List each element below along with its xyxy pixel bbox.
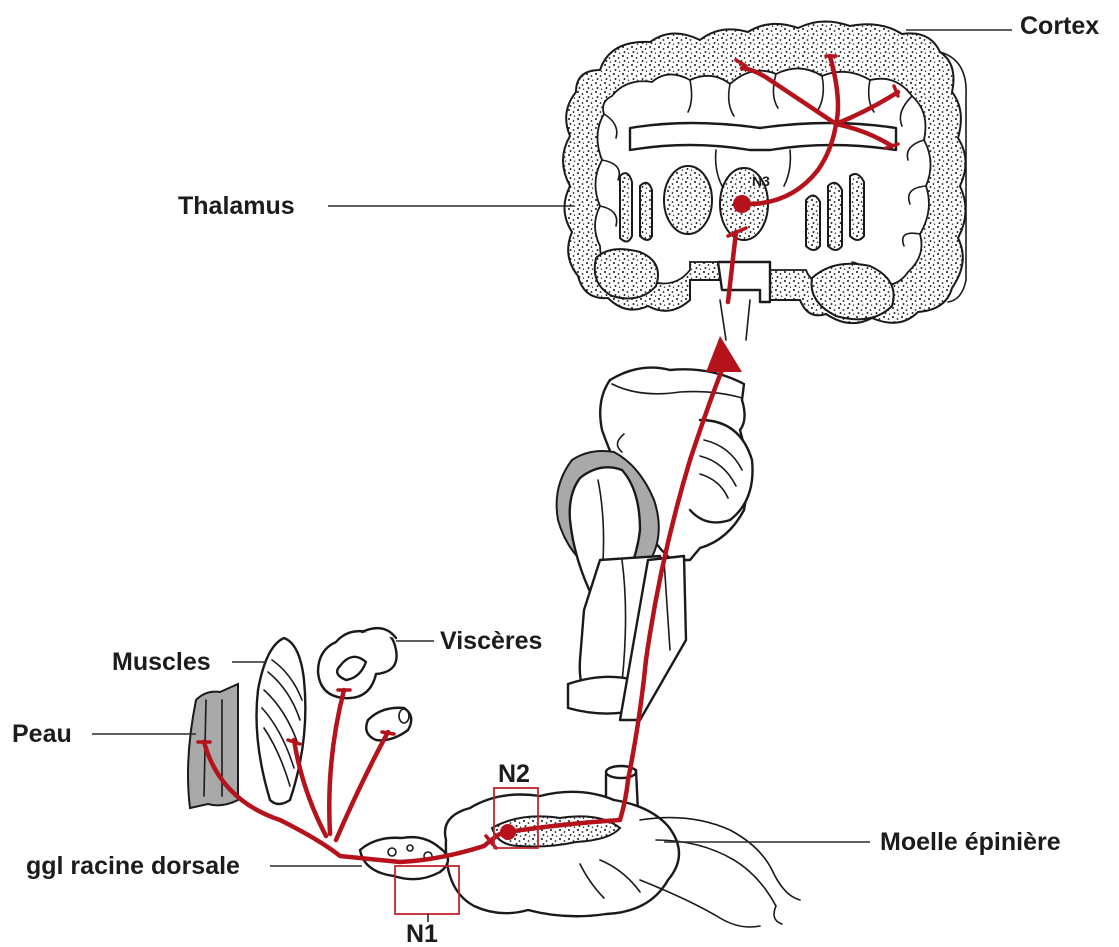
thalamus-left — [664, 166, 712, 234]
label-moelle-epiniere: Moelle épinière — [880, 828, 1061, 856]
label-thalamus: Thalamus — [178, 192, 295, 220]
muscle — [257, 638, 306, 804]
label-muscles: Muscles — [112, 648, 211, 676]
brainstem — [557, 368, 753, 720]
label-peau: Peau — [12, 720, 72, 748]
label-n3: N3 — [752, 173, 770, 189]
label-visceres: Viscères — [440, 627, 542, 655]
label-cortex: Cortex — [1020, 12, 1099, 40]
ascending-arrowhead — [706, 336, 742, 372]
label-ggl-racine-dorsale: ggl racine dorsale — [26, 852, 240, 880]
spinal-cord-segment — [360, 766, 800, 927]
label-n2: N2 — [498, 760, 530, 788]
label-n1: N1 — [406, 920, 438, 947]
